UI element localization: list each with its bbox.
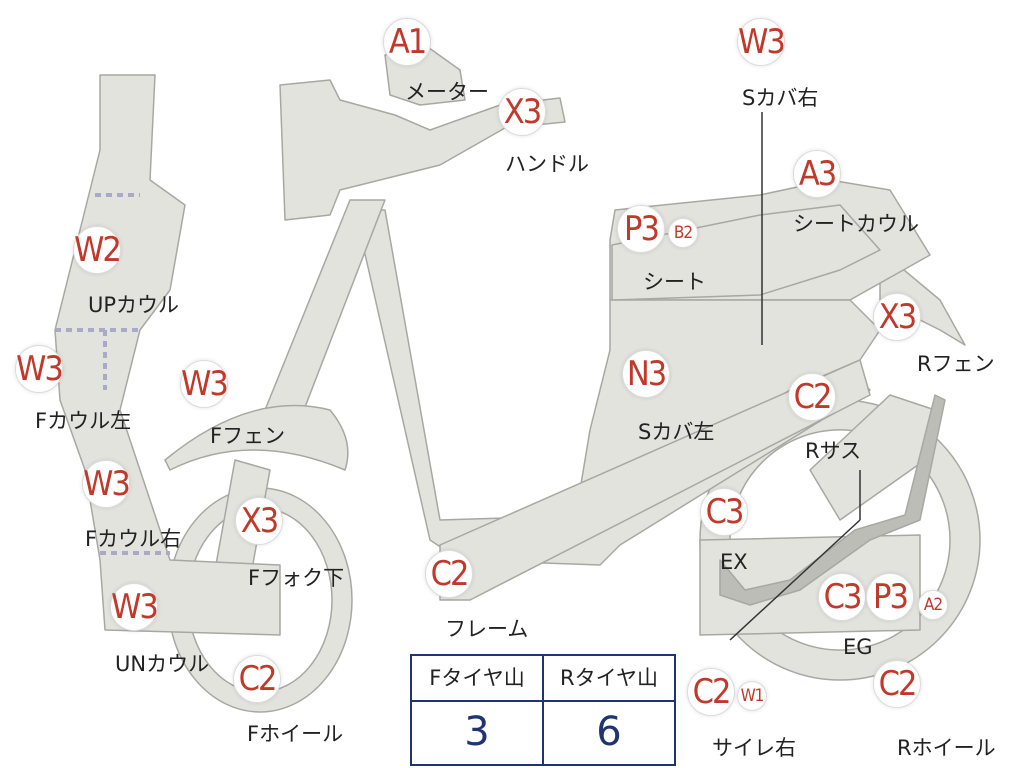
f-cowl-right-code-badge: W3: [82, 460, 131, 508]
front-wheel-shape: [167, 487, 353, 713]
f-wheel-label: Fホイール: [247, 722, 344, 746]
silencer-right-code-badge-2: W1: [737, 681, 767, 711]
f-wheel-code-badge: C2: [233, 655, 281, 703]
seat-code-badge: P3: [617, 205, 665, 253]
rear-tire-value: 6: [596, 709, 622, 755]
up-cowl-label: UPカウル: [88, 293, 180, 317]
seat-code-badge-2: B2: [668, 218, 698, 248]
front-fender-shape: [164, 404, 349, 471]
s-cover-right-label: Sカバ右: [742, 86, 819, 110]
r-sus-label: Rサス: [805, 439, 862, 463]
s-cover-right-code-badge: W3: [737, 18, 786, 66]
up-cowl-code-badge: W2: [73, 226, 122, 274]
un-cowl-code-badge: W3: [110, 583, 159, 631]
ex-label: EX: [720, 550, 748, 574]
ex-code-badge: C3: [700, 488, 748, 536]
handlebar-shape: [279, 79, 566, 221]
r-fender-label: Rフェン: [917, 352, 995, 376]
f-cowl-left-code-badge: W3: [15, 345, 64, 393]
f-fork-lower-code-badge: X3: [235, 497, 283, 545]
r-fender-code-badge: X3: [873, 293, 921, 341]
handle-code-badge: X3: [498, 88, 546, 136]
s-cover-left-code-badge: N3: [622, 350, 670, 398]
eg-label: EG: [843, 635, 873, 659]
f-fender-label: Fフェン: [210, 424, 286, 448]
silencer-right-code-badge: C2: [687, 668, 735, 716]
r-sus-code-badge: C2: [788, 373, 836, 421]
silencer-right-label: サイレ右: [712, 736, 796, 760]
f-fork-lower-label: Fフォク下: [248, 566, 345, 590]
meter-label: メーター: [405, 80, 489, 104]
s-cover-left-label: Sカバ左: [638, 420, 715, 444]
rear-tire-header: Rタイヤ山: [544, 656, 674, 702]
eg-code-badge-3: A2: [918, 590, 948, 620]
f-cowl-left-label: Fカウル左: [35, 409, 132, 433]
meter-code-badge: A1: [383, 18, 431, 66]
eg-code-badge-2: P3: [866, 573, 914, 621]
seat-cowl-label: シートカウル: [793, 212, 919, 236]
r-wheel-label: Rホイール: [897, 736, 996, 760]
rear-fender-shape: [879, 249, 966, 346]
table-divider: [542, 656, 544, 764]
handle-label: ハンドル: [505, 152, 589, 176]
steering-stem-shape: [264, 199, 386, 421]
un-cowl-label: UNカウル: [115, 652, 210, 676]
exhaust-shape: [719, 394, 946, 606]
tire-tread-table: Fタイヤ山 Rタイヤ山 3 6: [410, 654, 676, 766]
front-tire-value: 3: [464, 709, 490, 755]
frame-label: フレーム: [445, 617, 529, 641]
seat-label: シート: [643, 270, 706, 294]
f-cowl-right-label: Fカウル右: [85, 527, 182, 551]
frame-code-badge: C2: [425, 550, 473, 598]
front-tire-header: Fタイヤ山: [412, 656, 542, 702]
f-fender-code-badge: W3: [180, 360, 229, 408]
eg-code-badge: C3: [818, 573, 866, 621]
seat-shape: [611, 204, 881, 301]
r-wheel-code-badge: C2: [873, 660, 921, 708]
seat-cowl-code-badge: A3: [793, 150, 841, 198]
